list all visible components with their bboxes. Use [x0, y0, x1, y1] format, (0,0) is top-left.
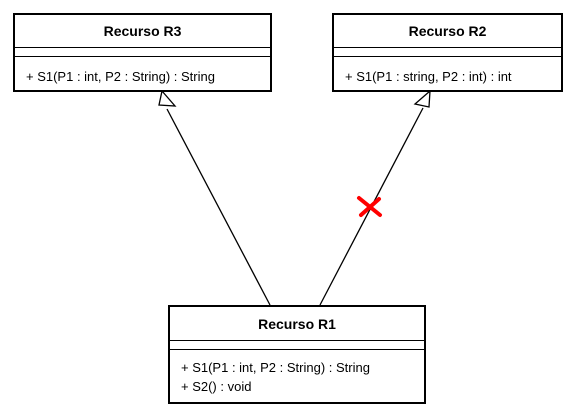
class-operations-compartment: + S1(P1 : int, P2 : String) : String	[15, 57, 270, 86]
generalization-r1-r3-line	[166, 108, 271, 306]
operation-s1: + S1(P1 : string, P2 : int) : int	[345, 69, 512, 84]
class-operations-compartment: + S1(P1 : int, P2 : String) : String + S…	[170, 350, 424, 396]
operation-s2: + S2() : void	[181, 379, 252, 394]
class-box-recurso-r2[interactable]: Recurso R2 + S1(P1 : string, P2 : int) :…	[332, 13, 563, 92]
operation-s1: + S1(P1 : int, P2 : String) : String	[26, 69, 215, 84]
class-name: Recurso R1	[170, 307, 424, 341]
generalization-r1-r3-arrowhead	[158, 89, 177, 107]
generalization-r1-r2-arrowhead	[413, 89, 431, 108]
class-box-recurso-r3[interactable]: Recurso R3 + S1(P1 : int, P2 : String) :…	[13, 13, 272, 92]
class-attributes-compartment	[170, 341, 424, 350]
operation-s1: + S1(P1 : int, P2 : String) : String	[181, 360, 370, 375]
class-box-recurso-r1[interactable]: Recurso R1 + S1(P1 : int, P2 : String) :…	[168, 305, 426, 404]
class-attributes-compartment	[15, 48, 270, 57]
invalid-cross-icon	[357, 196, 382, 217]
class-name: Recurso R2	[334, 15, 561, 48]
class-operations-compartment: + S1(P1 : string, P2 : int) : int	[334, 57, 561, 86]
class-attributes-compartment	[334, 48, 561, 57]
class-name: Recurso R3	[15, 15, 270, 48]
